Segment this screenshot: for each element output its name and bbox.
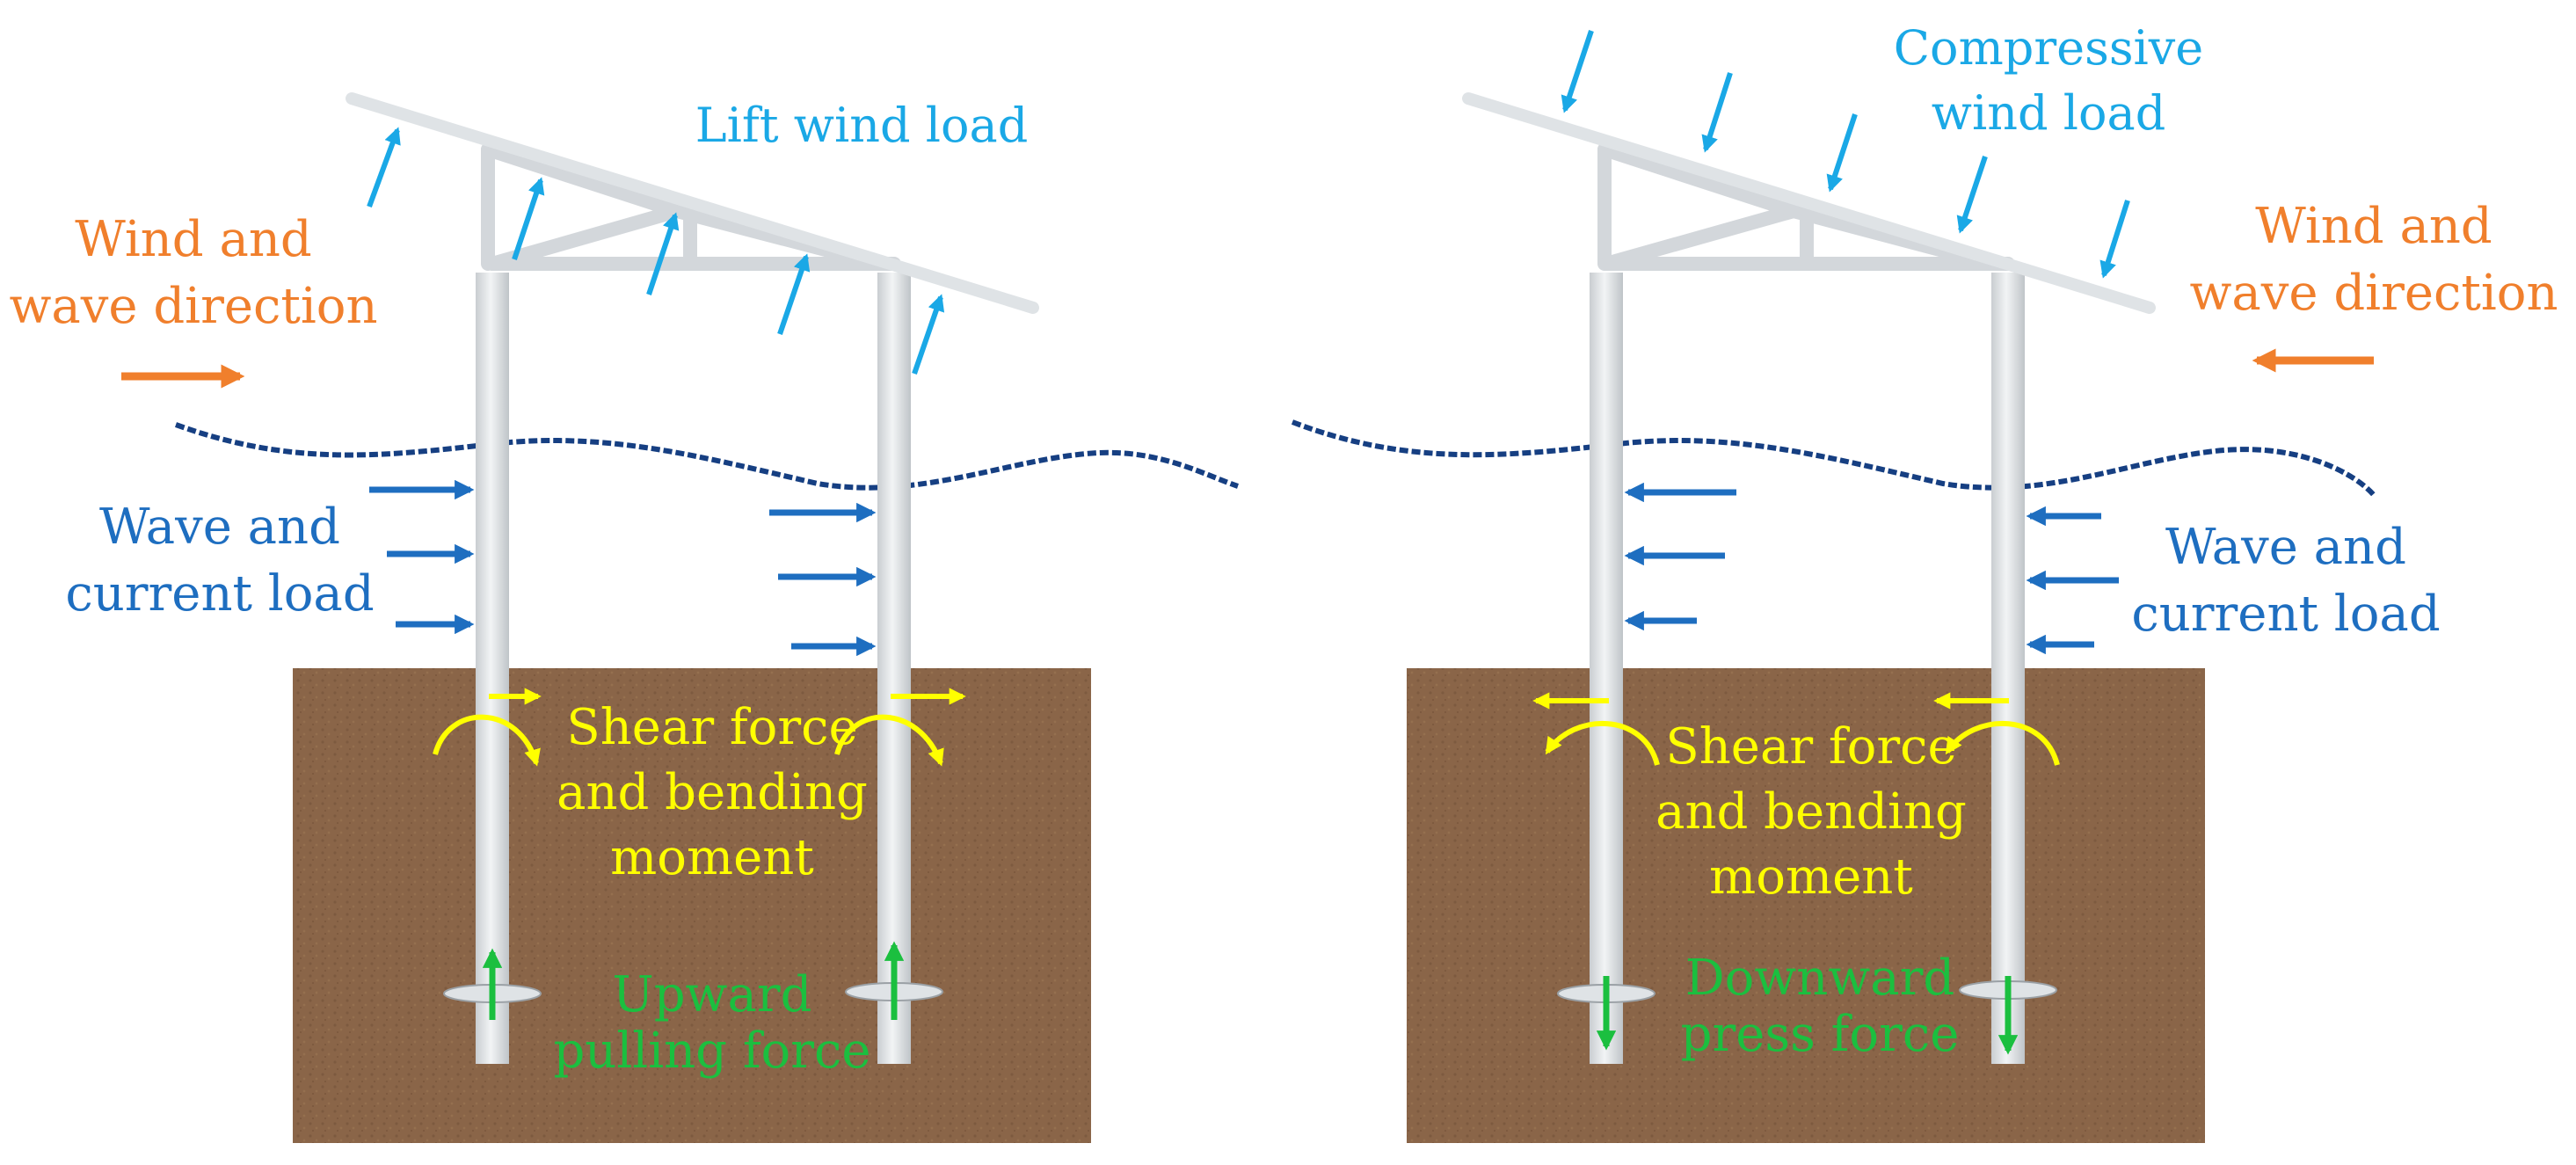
right-panel [1291, 30, 2376, 1143]
right-axial-label: Downward press force [1680, 950, 1960, 1063]
right-soil-block [1407, 668, 2205, 1143]
right-wind-load-arrows [1561, 30, 2130, 279]
right-water-surface [1291, 419, 2376, 498]
lift-arrow [777, 253, 811, 335]
right-axial-arrows [1596, 976, 2019, 1055]
left-wave-load-label: Wave and current load [65, 499, 375, 623]
right-pile-right [1991, 273, 2025, 1064]
left-pile-left [476, 273, 509, 1064]
moment-arrow [1945, 721, 2060, 766]
right-shear-label: Shear force and bending moment [1655, 718, 1967, 906]
left-panel [121, 92, 1239, 1143]
moment-arrow [834, 714, 944, 767]
lift-arrow [912, 294, 945, 375]
left-axial-arrows [482, 941, 905, 1020]
compressive-arrow [2099, 200, 2130, 279]
compressive-arrow [1561, 30, 1594, 113]
lift-arrow [367, 127, 401, 208]
left-shear-label: Shear force and bending moment [557, 699, 868, 886]
right-wave-load-label: Wave and current load [2131, 519, 2441, 643]
left-wind-direction-label: Wind and wave direction [9, 211, 378, 335]
compressive-arrow [1956, 156, 1988, 234]
moment-arrow [1545, 721, 1660, 766]
compressive-arrow [1701, 72, 1733, 153]
right-wave-load-arrows [1624, 482, 2119, 655]
left-shear-arrows [433, 688, 966, 767]
compressive-arrow [1826, 113, 1858, 193]
left-axial-label: Upward pulling force [553, 966, 871, 1080]
left-pile-right [877, 273, 911, 1064]
left-truss [481, 142, 901, 271]
moment-arrow [433, 714, 541, 767]
left-wind-load-arrows [367, 127, 945, 375]
right-wind-load-label: Compressive wind load [1893, 20, 2204, 141]
right-solar-panel [1462, 92, 2156, 314]
left-solar-panel [346, 92, 1039, 314]
right-pile-left [1590, 273, 1623, 1064]
right-shear-arrows [1532, 692, 2060, 766]
left-wind-load-label: Lift wind load [695, 98, 1029, 153]
lift-arrow [646, 212, 680, 295]
left-soil-block [293, 668, 1091, 1143]
lift-arrow [512, 177, 545, 260]
left-water-surface [174, 422, 1239, 491]
left-wave-load-arrows [369, 479, 877, 657]
right-wind-direction-label: Wind and wave direction [2189, 198, 2558, 322]
